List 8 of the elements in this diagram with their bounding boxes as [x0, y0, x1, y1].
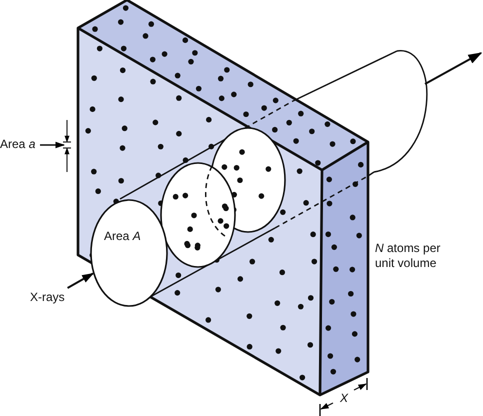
area-label: Area A [104, 229, 141, 243]
callout-text: X-rays [30, 290, 65, 304]
dimension-label: X [340, 391, 350, 406]
arrow [67, 272, 94, 289]
leader-line [40, 142, 65, 148]
note-text: N atoms per unit volume [375, 241, 442, 271]
callout-text: Area a [0, 137, 36, 151]
ellipse-area [90, 199, 168, 307]
